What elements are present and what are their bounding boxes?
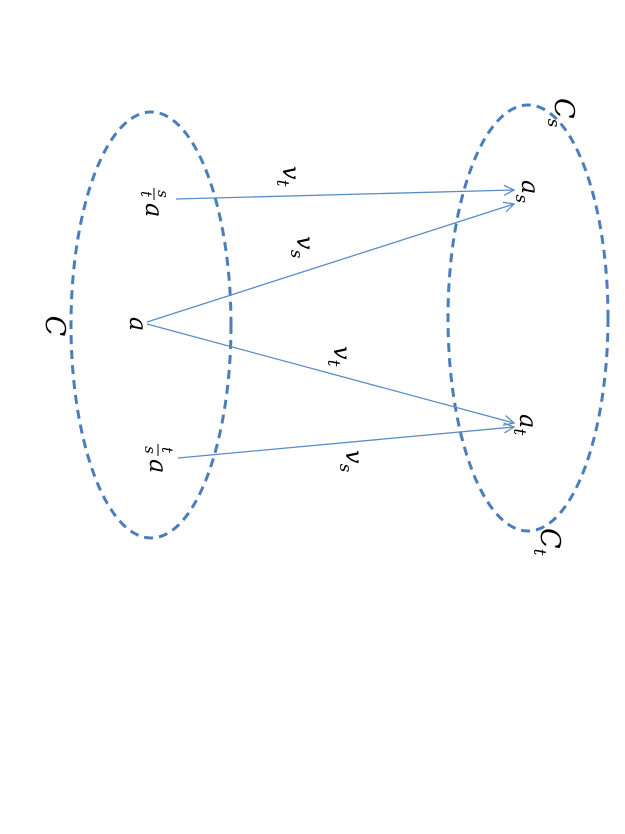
label-edge-vs-top-main: v bbox=[291, 236, 319, 250]
arrow-as-to-a bbox=[146, 204, 514, 323]
label-edge-vs-top: vs bbox=[286, 236, 319, 259]
label-edge-vt-top-sub: t bbox=[272, 180, 292, 187]
label-edge-vs-bottom: vs bbox=[335, 450, 368, 473]
svg-text:Ct: Ct bbox=[529, 528, 565, 556]
svg-text:at: at bbox=[509, 414, 542, 435]
label-set-cs-main: C bbox=[548, 98, 579, 119]
label-set-c-text: C bbox=[39, 316, 70, 337]
svg-text:as: as bbox=[511, 180, 544, 203]
label-set-ct: Ct bbox=[529, 528, 565, 556]
label-frac-ts-numerator: t bbox=[158, 447, 176, 454]
label-node-t-over-s-a: t s a bbox=[141, 444, 176, 473]
label-edge-vs-top-sub: s bbox=[286, 250, 306, 259]
label-node-at: at bbox=[509, 414, 542, 435]
label-set-cs-sub: s bbox=[543, 119, 563, 128]
svg-text:vs: vs bbox=[335, 450, 368, 473]
label-edge-vt-bottom-sub: t bbox=[323, 360, 343, 367]
label-edge-vt-bottom: vt bbox=[323, 346, 356, 367]
arrow-at-to-t-over-s-a bbox=[177, 427, 514, 459]
label-edge-vt-bottom-main: v bbox=[328, 346, 356, 360]
label-edge-vt-top: vt bbox=[272, 166, 305, 187]
label-frac-ts-denominator: s bbox=[141, 446, 159, 454]
label-edge-vs-bottom-sub: s bbox=[335, 464, 355, 473]
label-frac-st-numerator: s bbox=[154, 190, 172, 198]
label-node-as: as bbox=[511, 180, 544, 203]
set-cs-ct-ellipse bbox=[446, 103, 610, 533]
label-frac-ts-var: a bbox=[144, 459, 172, 473]
label-node-at-main: a bbox=[514, 414, 542, 428]
label-node-as-sub: s bbox=[511, 194, 531, 203]
label-node-a: a bbox=[124, 317, 152, 331]
label-edge-vt-top-main: v bbox=[277, 166, 305, 180]
label-node-as-main: a bbox=[516, 180, 544, 194]
arrow-as-to-s-over-t-a bbox=[175, 190, 514, 200]
label-frac-st-var: a bbox=[140, 203, 168, 217]
label-set-cs: Cs bbox=[543, 98, 579, 128]
label-frac-st-denominator: t bbox=[137, 191, 155, 198]
svg-text:vs: vs bbox=[286, 236, 319, 259]
label-set-ct-sub: t bbox=[529, 549, 549, 556]
label-edge-vs-bottom-main: v bbox=[340, 450, 368, 464]
arrow-at-to-a bbox=[146, 323, 514, 423]
label-set-c: C bbox=[39, 316, 70, 337]
label-node-at-sub: t bbox=[509, 428, 529, 435]
label-set-ct-main: C bbox=[534, 528, 565, 549]
svg-text:vt: vt bbox=[272, 166, 305, 187]
label-node-s-over-t-a: s t a bbox=[137, 188, 172, 217]
svg-text:Cs: Cs bbox=[543, 98, 579, 128]
label-node-a-text: a bbox=[124, 317, 152, 331]
set-c-ellipse bbox=[69, 110, 233, 540]
svg-text:vt: vt bbox=[323, 346, 356, 367]
